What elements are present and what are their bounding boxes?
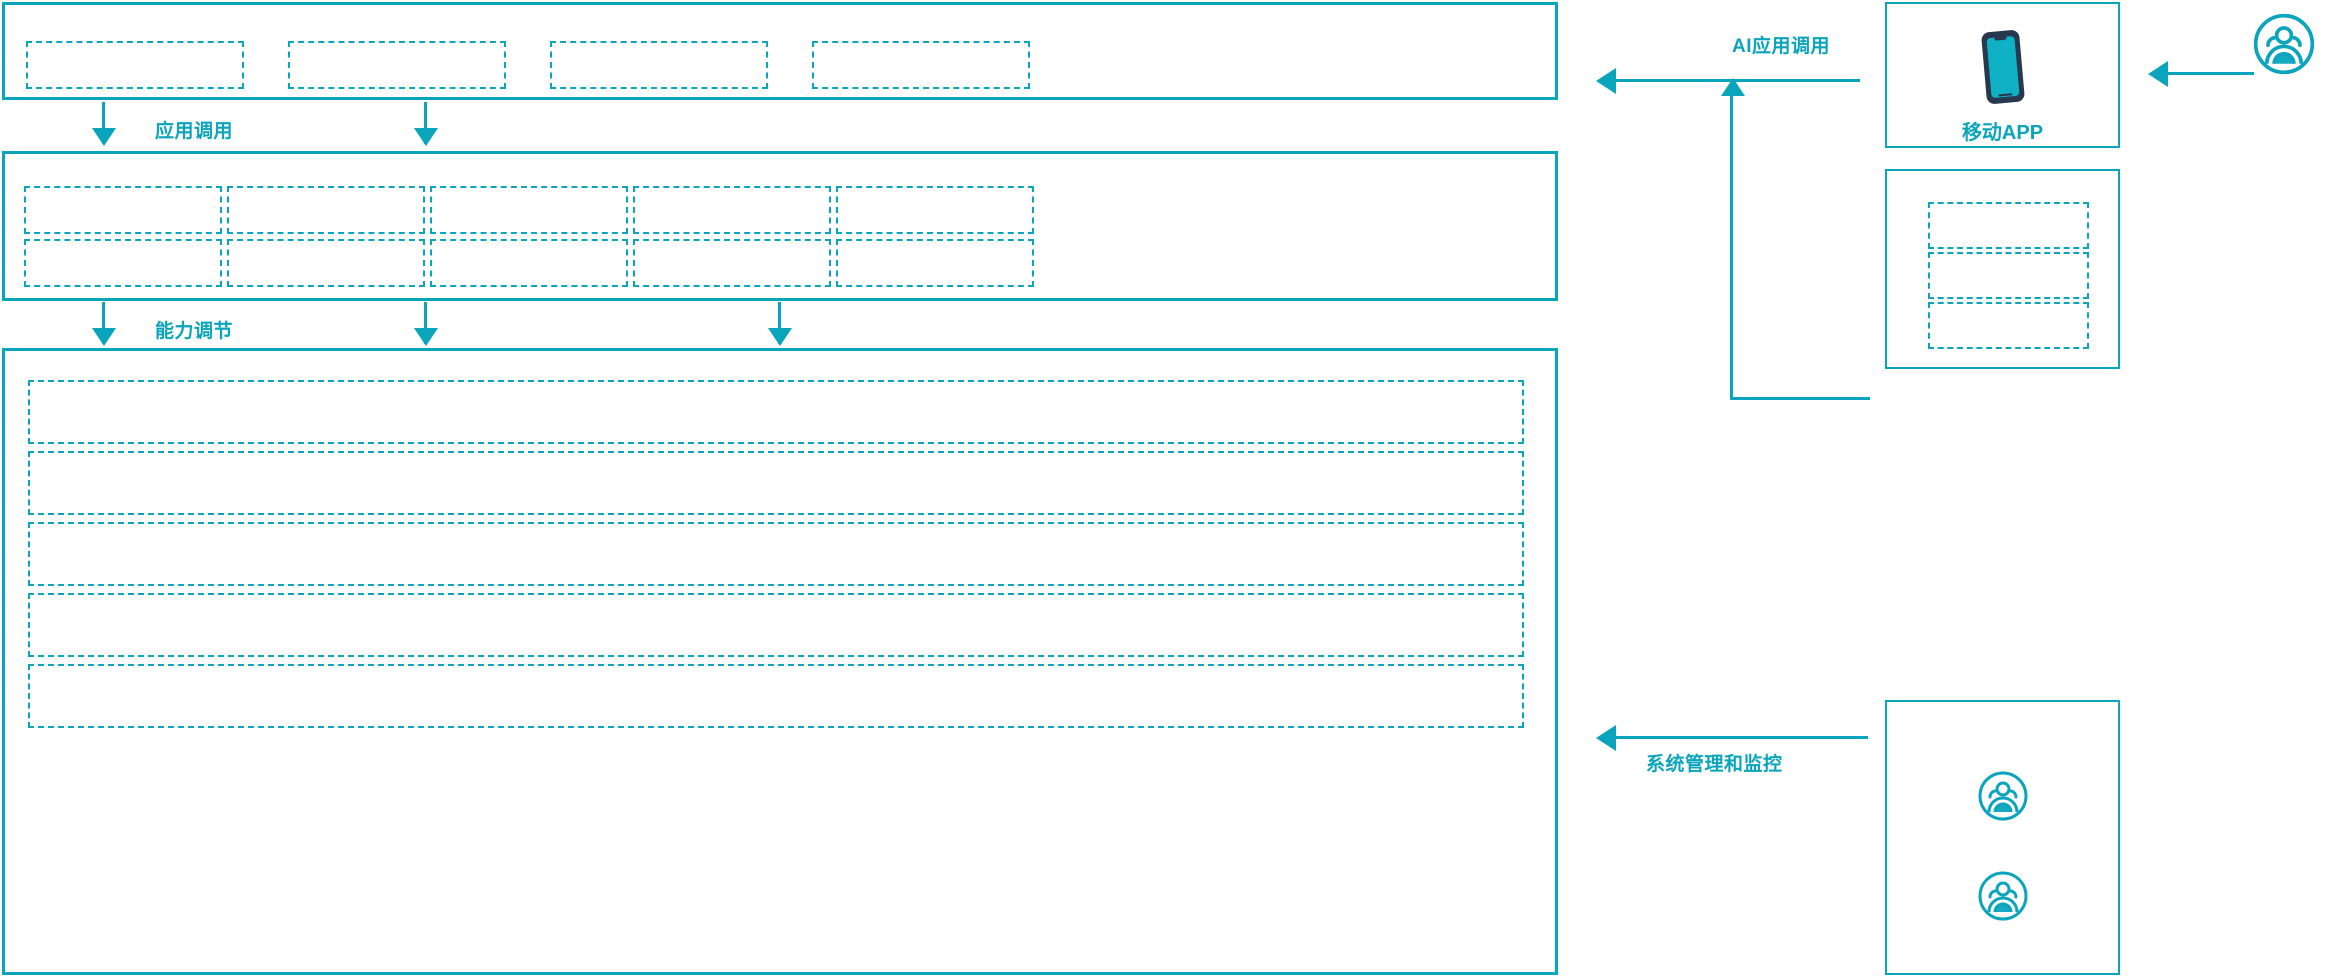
capability-adjust-arrow-line-2: [424, 302, 427, 344]
platform-strip[interactable]: [28, 664, 1524, 728]
client-channel-connector-vertical: [1730, 95, 1733, 398]
application-call-arrow-head-1: [92, 128, 116, 146]
application-call-arrow-line-2: [424, 102, 427, 144]
external-user-arrow-head: [2148, 61, 2168, 87]
application-call-arrow-line-1: [102, 102, 105, 144]
client-channel-box[interactable]: [1928, 302, 2089, 349]
system-management-arrow-head: [1596, 725, 1616, 751]
capability-box[interactable]: [24, 186, 222, 234]
application-call-label: 应用调用: [155, 121, 234, 142]
external-user-line: [2168, 72, 2254, 75]
application-box[interactable]: [550, 41, 768, 89]
client-channel-connector-horizontal: [1730, 397, 1870, 400]
client-channel-box[interactable]: [1928, 202, 2089, 249]
capability-box[interactable]: [430, 186, 628, 234]
capability-box[interactable]: [633, 186, 831, 234]
smartphone-icon: [1972, 28, 2034, 111]
capability-layer-panel: [2, 151, 1558, 301]
application-call-arrow-head-2: [414, 128, 438, 146]
capability-adjust-label: 能力调节: [155, 321, 234, 342]
capability-adjust-arrow-head-3: [768, 328, 792, 346]
system-management-line: [1616, 736, 1868, 739]
capability-box[interactable]: [836, 239, 1034, 287]
capability-adjust-arrow-line-3: [778, 302, 781, 344]
ai-application-call-label: AI应用调用: [1732, 36, 1831, 57]
application-layer-panel: [2, 2, 1558, 100]
application-box[interactable]: [288, 41, 506, 89]
capability-adjust-arrow-head-1: [92, 328, 116, 346]
mobile-app-label: 移动APP: [1961, 122, 2044, 144]
platform-strip[interactable]: [28, 522, 1524, 586]
capability-adjust-arrow-head-2: [414, 328, 438, 346]
operations-panel: [1885, 700, 2120, 975]
platform-strip[interactable]: [28, 451, 1524, 515]
application-box[interactable]: [26, 41, 244, 89]
capability-box[interactable]: [227, 186, 425, 234]
ai-application-call-arrow-head: [1596, 68, 1616, 94]
user-group-icon[interactable]: [1977, 870, 2029, 927]
user-group-icon[interactable]: [1977, 770, 2029, 827]
application-box[interactable]: [812, 41, 1030, 89]
capability-adjust-arrow-line-1: [102, 302, 105, 344]
capability-box[interactable]: [430, 239, 628, 287]
platform-strip[interactable]: [28, 593, 1524, 657]
mobile-app-panel[interactable]: 移动APP: [1885, 2, 2120, 148]
capability-box[interactable]: [24, 239, 222, 287]
capability-box[interactable]: [227, 239, 425, 287]
platform-strip[interactable]: [28, 380, 1524, 444]
client-channel-connector-arrow-head: [1721, 78, 1745, 96]
capability-box[interactable]: [633, 239, 831, 287]
capability-box[interactable]: [836, 186, 1034, 234]
system-management-label: 系统管理和监控: [1646, 754, 1783, 775]
client-channel-box[interactable]: [1928, 252, 2089, 299]
user-group-icon[interactable]: [2252, 12, 2316, 81]
